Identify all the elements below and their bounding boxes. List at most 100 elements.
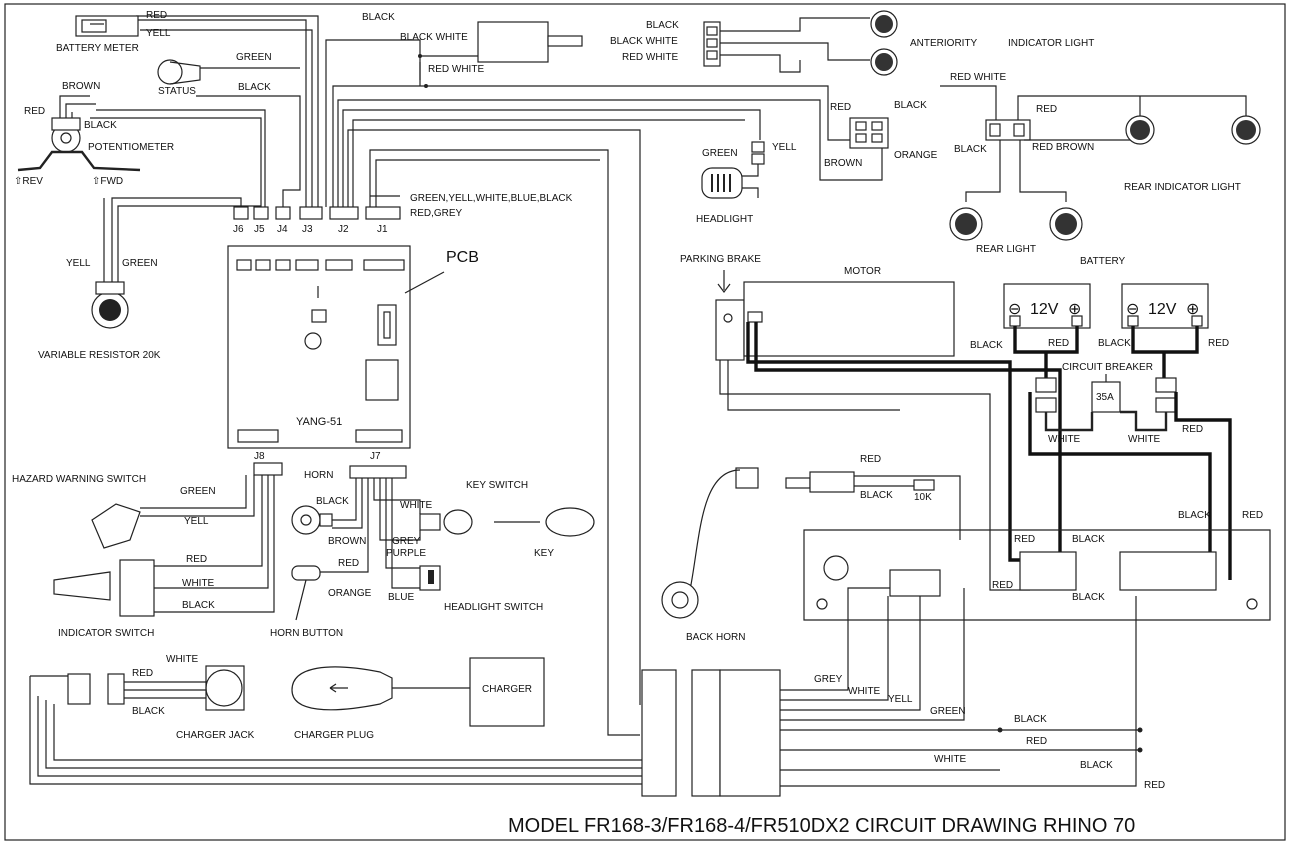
rear-light-label: REAR LIGHT [976,244,1036,255]
hazard-switch: HAZARD WARNING SWITCH GREEN YELL [12,474,255,549]
parking-brake-label: PARKING BRAKE [680,254,761,265]
headlight: RED BLACK BROWN ORANGE GREEN YELL HEADLI… [696,100,938,225]
charger-section: RED WHITE BLACK CHARGER JACK CHARGER PLU… [67,654,545,741]
motor-section: PARKING BRAKE MOTOR [680,254,1062,591]
svg-text:BROWN: BROWN [328,536,366,547]
svg-text:RED: RED [146,10,167,21]
headlight-switch-label: HEADLIGHT SWITCH [444,602,543,613]
svg-text:BROWN: BROWN [824,158,862,169]
svg-text:BLACK: BLACK [646,20,679,31]
horn-label: HORN [304,470,333,481]
diagram-title: MODEL FR168-3/FR168-4/FR510DX2 CIRCUIT D… [508,815,1135,837]
svg-text:RED: RED [830,102,851,113]
indicator-light-label: INDICATOR LIGHT [1008,38,1094,49]
potentiometer-label: POTENTIOMETER [88,142,174,153]
svg-text:YELL: YELL [772,142,797,153]
rear-indicator-label: REAR INDICATOR LIGHT [1124,182,1241,193]
headlight-label: HEADLIGHT [696,214,753,225]
svg-text:RED BROWN: RED BROWN [1032,142,1094,153]
connector-j6: J6 [233,224,244,235]
svg-text:WHITE: WHITE [166,654,199,665]
svg-text:RED: RED [1242,510,1263,521]
svg-text:WHITE: WHITE [1048,434,1081,445]
svg-text:WHITE: WHITE [182,578,215,589]
svg-text:YELL: YELL [888,694,913,705]
harness: GREY WHITE YELL GREEN BLACK RED WHITE BL… [29,587,1165,797]
variable-resistor-label: VARIABLE RESISTOR 20K [38,350,161,361]
battery-meter: BATTERY METER RED YELL [56,10,171,54]
connector-j2: J2 [338,224,349,235]
battery-section: BATTERY ⊖ 12V ⊕ ⊖ 12V ⊕ BLACK RED BLACK … [970,256,1232,580]
potentiometer: BROWN RED BLACK POTENTIOMETER ⇧REV ⇧FWD [14,81,174,187]
anteriority-label: ANTERIORITY [910,38,978,49]
top-center-wires: BLACK BLACK WHITE RED WHITE [362,12,583,88]
svg-text:GREEN: GREEN [930,706,966,717]
svg-text:⊕: ⊕ [1186,301,1199,318]
svg-text:BLACK: BLACK [316,496,349,507]
svg-text:WHITE: WHITE [934,754,967,765]
outer-border [4,3,1286,841]
svg-text:GREEN: GREEN [702,148,738,159]
svg-text:RED: RED [992,580,1013,591]
charger-plug-label: CHARGER PLUG [294,730,374,741]
svg-text:RED: RED [1036,104,1057,115]
svg-text:BLACK: BLACK [894,100,927,111]
connector-j7: J7 [370,451,381,462]
svg-text:BLACK: BLACK [1072,592,1105,603]
horn-button-label: HORN BUTTON [270,628,343,639]
svg-text:RED: RED [1144,780,1165,791]
status-indicator: STATUS GREEN BLACK [157,52,300,97]
svg-text:12V: 12V [1030,301,1059,318]
svg-text:BROWN: BROWN [62,81,100,92]
svg-text:BLACK: BLACK [860,490,893,501]
chip-label: YANG-51 [296,416,342,428]
svg-text:RED: RED [860,454,881,465]
rev-label: ⇧REV [14,176,43,187]
svg-text:RED: RED [1014,534,1035,545]
svg-text:BLACK WHITE: BLACK WHITE [610,36,678,47]
pcb-top-wires [90,15,883,736]
hazard-switch-label: HAZARD WARNING SWITCH [12,474,146,485]
svg-text:⊕: ⊕ [1068,301,1081,318]
connector-j1: J1 [377,224,388,235]
svg-text:BLACK: BLACK [182,600,215,611]
svg-text:GREEN: GREEN [236,52,272,63]
svg-text:ORANGE: ORANGE [328,588,372,599]
indicator-switch-label: INDICATOR SWITCH [58,628,154,639]
controller-plate: RED BLACK RED BLACK BLACK RED [803,510,1271,621]
svg-text:YELL: YELL [146,28,171,39]
svg-text:BLACK: BLACK [238,82,271,93]
connector-j4: J4 [277,224,288,235]
svg-text:BLACK: BLACK [1072,534,1105,545]
svg-text:RED WHITE: RED WHITE [950,72,1006,83]
circuit-breaker-label: CIRCUIT BREAKER [1062,362,1153,373]
variable-resistor: YELL GREEN VARIABLE RESISTOR 20K [38,198,261,361]
pcb-label: PCB [446,249,479,266]
charger-jack-label: CHARGER JACK [176,730,255,741]
battery-meter-label: BATTERY METER [56,43,139,54]
resistor-10k-label: 10K [914,492,932,503]
pcb-board: PCB YANG-51 J6 J5 J4 J3 J2 J1 GREEN,YELL… [227,193,573,479]
svg-text:RED WHITE: RED WHITE [428,64,484,75]
svg-text:⊖: ⊖ [1008,301,1021,318]
svg-text:⊖: ⊖ [1126,301,1139,318]
svg-text:GREEN: GREEN [180,486,216,497]
svg-text:BLACK: BLACK [1178,510,1211,521]
svg-text:PURPLE: PURPLE [386,548,426,559]
svg-text:GREY: GREY [392,536,421,547]
svg-text:GREEN: GREEN [122,258,158,269]
svg-text:YELL: YELL [184,516,209,527]
j1-wire-colors-2: RED,GREY [410,208,463,219]
svg-text:RED: RED [1182,424,1203,435]
svg-text:YELL: YELL [66,258,91,269]
svg-text:BLACK: BLACK [970,340,1003,351]
j7-components: HORN BLACK BROWN RED ORANGE HORN BUTTON … [270,470,595,639]
key-switch-label: KEY SWITCH [466,480,528,491]
fwd-label: ⇧FWD [92,176,123,187]
svg-text:BLACK: BLACK [362,12,395,23]
anteriority-lights: BLACK BLACK WHITE RED WHITE ANTERIORITY … [610,10,1094,76]
svg-text:RED: RED [24,106,45,117]
connector-j5: J5 [254,224,265,235]
